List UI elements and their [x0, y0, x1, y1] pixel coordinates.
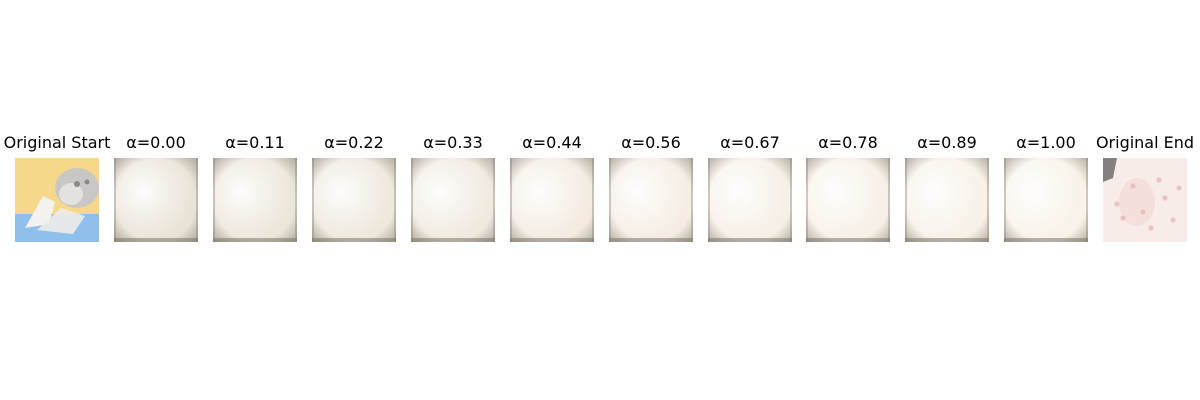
panel-caption: Original Start: [3, 133, 111, 152]
panel-0: Original Start: [4, 133, 110, 243]
panel-caption: α=0.44: [522, 133, 582, 152]
thumbnail-graphic: [708, 158, 792, 242]
panel-5: α=0.44: [510, 133, 594, 243]
panel-6: α=0.56: [609, 133, 693, 243]
interpolated-image: [609, 158, 693, 242]
start-image: [15, 158, 99, 242]
thumbnail-graphic: [806, 158, 890, 242]
panel-caption: Original End: [1095, 133, 1195, 152]
thumbnail-graphic: [114, 158, 198, 242]
panel-caption: α=0.22: [324, 133, 384, 152]
panel-caption: α=0.56: [621, 133, 681, 152]
panel-caption: α=0.78: [818, 133, 878, 152]
interpolated-image: [1004, 158, 1088, 242]
thumbnail-graphic: [1004, 158, 1088, 242]
thumbnail-graphic: [213, 158, 297, 242]
interpolated-image: [312, 158, 396, 242]
thumbnail-graphic: [1103, 158, 1187, 242]
panel-caption: α=0.33: [423, 133, 483, 152]
thumbnail-graphic: [312, 158, 396, 242]
interpolated-image: [411, 158, 495, 242]
interpolated-image: [114, 158, 198, 242]
interpolated-image: [213, 158, 297, 242]
panel-3: α=0.22: [312, 133, 396, 243]
panel-1: α=0.00: [114, 133, 198, 243]
thumbnail-graphic: [510, 158, 594, 242]
panel-8: α=0.78: [806, 133, 890, 243]
panel-7: α=0.67: [708, 133, 792, 243]
thumbnail-graphic: [411, 158, 495, 242]
thumbnail-graphic: [15, 158, 99, 242]
panel-caption: α=1.00: [1016, 133, 1076, 152]
interpolated-image: [708, 158, 792, 242]
end-image: [1103, 158, 1187, 242]
interpolated-image: [806, 158, 890, 242]
panel-caption: α=0.11: [225, 133, 285, 152]
panel-caption: α=0.89: [917, 133, 977, 152]
interpolated-image: [510, 158, 594, 242]
panel-4: α=0.33: [411, 133, 495, 243]
panel-9: α=0.89: [905, 133, 989, 243]
panel-10: α=1.00: [1004, 133, 1088, 243]
panel-caption: α=0.67: [720, 133, 780, 152]
interpolated-image: [905, 158, 989, 242]
thumbnail-graphic: [609, 158, 693, 242]
thumbnail-graphic: [905, 158, 989, 242]
panel-caption: α=0.00: [126, 133, 186, 152]
panel-2: α=0.11: [213, 133, 297, 243]
panel-11: Original End: [1096, 133, 1194, 243]
